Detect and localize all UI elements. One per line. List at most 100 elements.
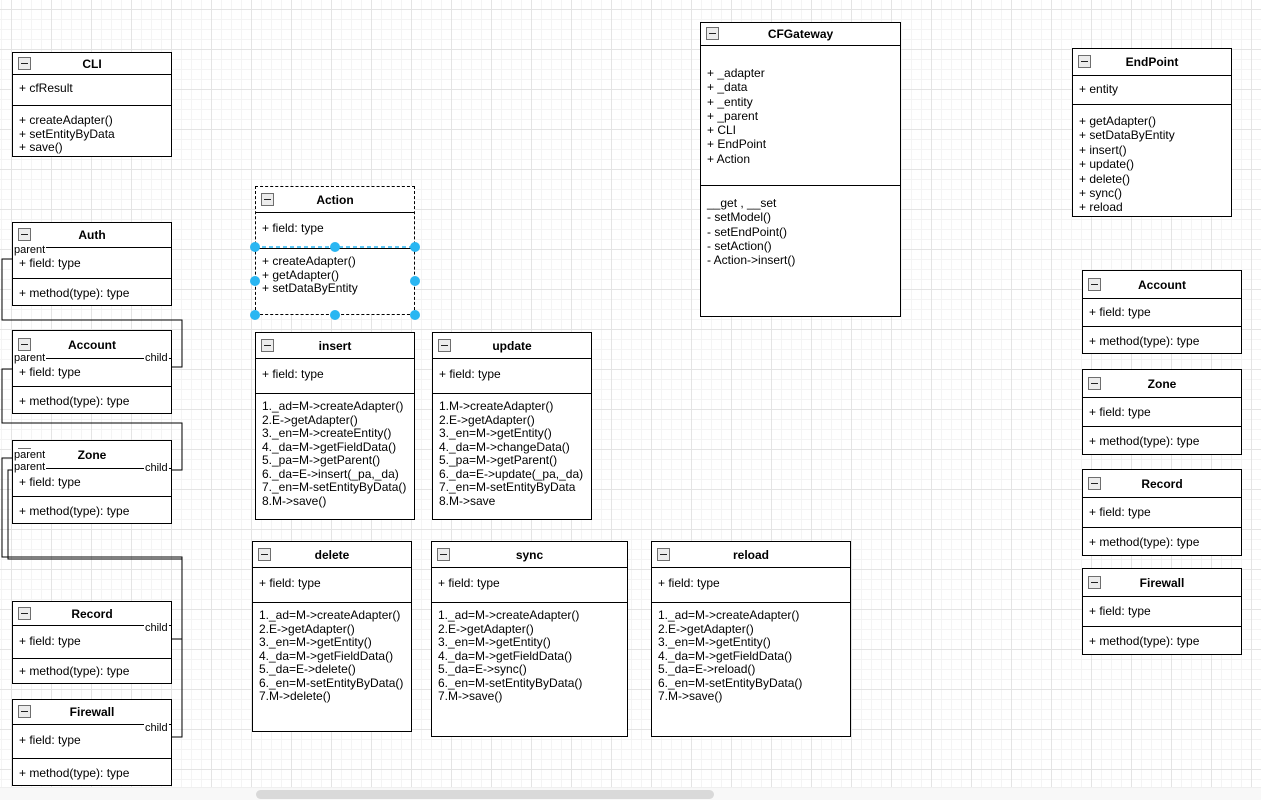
collapse-minus-icon[interactable] — [437, 548, 450, 561]
class-section-fields[interactable]: + field: type — [253, 567, 411, 602]
class-cli[interactable]: CLI+ cfResult+ createAdapter()+ setEntit… — [12, 52, 172, 157]
collapse-minus-icon[interactable] — [706, 27, 719, 40]
collapse-minus-icon[interactable] — [261, 193, 274, 206]
class-section-fields[interactable]: + field: type — [433, 358, 591, 393]
class-title-bar: delete — [253, 542, 411, 567]
collapse-minus-icon[interactable] — [1078, 55, 1091, 68]
edge-label-parent[interactable]: parent — [13, 244, 47, 256]
member-line: + field: type — [1089, 505, 1151, 519]
class-account-right[interactable]: Account + field: type + method(type): type — [1082, 270, 1242, 354]
member-line: + insert() — [1079, 142, 1127, 157]
member-line: 3._en=M->getEntity() — [438, 635, 551, 649]
horizontal-scrollbar[interactable] — [0, 787, 1261, 800]
class-name: delete — [314, 547, 350, 562]
class-auth[interactable]: Auth+ field: type+ method(type): type — [12, 222, 172, 306]
class-section-fields[interactable]: + field: type — [652, 567, 850, 602]
member-line: 8.M->save() — [262, 493, 327, 508]
collapse-minus-icon[interactable] — [438, 339, 451, 352]
edge-label-child[interactable]: child — [144, 462, 169, 474]
class-section-methods[interactable]: + method(type): type — [1083, 426, 1241, 456]
class-section-methods[interactable]: + method(type): type — [13, 658, 171, 685]
class-section-methods[interactable]: __get , __set- setModel()- setEndPoint()… — [701, 185, 900, 318]
member-line: + method(type): type — [19, 766, 130, 780]
member-line: + _adapter — [707, 66, 765, 80]
member-line: 1._ad=M->createAdapter() — [438, 608, 580, 622]
member-line: 6._en=M-setEntityByData() — [658, 675, 803, 690]
member-line: 3._en=M->createEntity() — [262, 426, 392, 440]
edge-label-child[interactable]: child — [144, 722, 169, 734]
class-section-methods[interactable]: + getAdapter()+ setDataByEntity+ insert(… — [1073, 104, 1231, 218]
class-section-methods[interactable]: + createAdapter()+ setEntityByData+ save… — [13, 105, 171, 158]
member-line: 2.E->getAdapter() — [259, 621, 355, 636]
member-line: 7.M->save() — [658, 689, 723, 703]
horizontal-scrollbar-thumb[interactable] — [256, 790, 714, 799]
member-line: 6._en=M-setEntityByData() — [438, 675, 583, 690]
member-line: + setDataByEntity — [1079, 128, 1175, 143]
class-account-left[interactable]: Account+ field: type+ method(type): type — [12, 330, 172, 414]
class-section-fields[interactable]: + cfResult — [13, 74, 171, 105]
edge-label-parent[interactable]: parent — [13, 449, 47, 461]
class-cfgateway[interactable]: CFGateway+ _adapter+ _data+ _entity+ _pa… — [700, 22, 901, 317]
edge-label-child[interactable]: child — [144, 622, 169, 634]
collapse-minus-icon[interactable] — [657, 548, 670, 561]
collapse-minus-icon[interactable] — [258, 548, 271, 561]
class-section-methods[interactable]: + method(type): type — [13, 758, 171, 787]
class-section-methods[interactable]: + createAdapter()+ getAdapter()+ setData… — [256, 248, 414, 316]
class-section-fields[interactable]: + field: type — [1083, 397, 1241, 426]
class-section-methods[interactable]: + method(type): type — [1083, 326, 1241, 355]
member-line: 8.M->save — [439, 493, 496, 508]
class-section-methods[interactable]: 1._ad=M->createAdapter()2.E->getAdapter(… — [432, 602, 627, 738]
collapse-minus-icon[interactable] — [18, 338, 31, 351]
class-name: Account — [1138, 277, 1186, 292]
class-action[interactable]: Action+ field: type+ createAdapter()+ ge… — [255, 186, 415, 315]
collapse-minus-icon[interactable] — [18, 228, 31, 241]
collapse-minus-icon[interactable] — [1088, 278, 1101, 291]
class-zone-right[interactable]: Zone+ field: type+ method(type): type — [1082, 369, 1242, 455]
collapse-minus-icon[interactable] — [1088, 576, 1101, 589]
edge-label-child[interactable]: child — [144, 352, 169, 364]
class-section-methods[interactable]: + method(type): type — [13, 386, 171, 415]
class-section-fields[interactable]: + field: type — [432, 567, 627, 602]
class-firewall-left[interactable]: Firewall+ field: type+ method(type): typ… — [12, 699, 172, 786]
member-line: + method(type): type — [1089, 334, 1200, 348]
class-section-fields[interactable]: + field: type — [1083, 596, 1241, 626]
collapse-minus-icon[interactable] — [261, 339, 274, 352]
class-section-methods[interactable]: 1._ad=M->createAdapter()2.E->getAdapter(… — [256, 393, 414, 521]
collapse-minus-icon[interactable] — [1088, 477, 1101, 490]
member-line: 4._da=M->getFieldData() — [438, 648, 573, 663]
member-line: 1._ad=M->createAdapter() — [658, 608, 800, 622]
class-section-methods[interactable]: 1._ad=M->createAdapter()2.E->getAdapter(… — [253, 602, 411, 733]
class-section-fields[interactable]: + field: type — [1083, 497, 1241, 527]
class-section-fields[interactable]: + field: type — [256, 358, 414, 393]
class-section-fields[interactable]: + field: type — [256, 212, 414, 248]
collapse-minus-icon[interactable] — [18, 57, 31, 70]
collapse-minus-icon[interactable] — [18, 607, 31, 620]
class-section-methods[interactable]: 1.M->createAdapter()2.E->getAdapter()3._… — [433, 393, 591, 521]
member-line: + createAdapter() — [19, 113, 113, 127]
class-firewall-right[interactable]: Firewall+ field: type+ method(type): typ… — [1082, 568, 1242, 655]
class-name: reload — [732, 547, 769, 562]
class-section-fields[interactable]: + field: type — [1083, 298, 1241, 326]
class-section-methods[interactable]: + method(type): type — [1083, 527, 1241, 557]
collapse-minus-icon[interactable] — [1088, 377, 1101, 390]
class-record-right[interactable]: Record+ field: type+ method(type): type — [1082, 469, 1242, 556]
class-section-fields[interactable]: + _adapter+ _data+ _entity+ _parent+ CLI… — [701, 45, 900, 185]
class-endpoint[interactable]: EndPoint+ entity+ getAdapter()+ setDataB… — [1072, 48, 1232, 217]
edge-label-parent[interactable]: parent — [13, 352, 47, 364]
class-section-methods[interactable]: + method(type): type — [1083, 626, 1241, 656]
collapse-minus-icon[interactable] — [18, 705, 31, 718]
class-section-methods[interactable]: 1._ad=M->createAdapter()2.E->getAdapter(… — [652, 602, 850, 738]
class-title-bar: Action — [256, 187, 414, 212]
class-record-left[interactable]: Record+ field: type+ method(type): type — [12, 601, 172, 684]
class-section-fields[interactable]: + entity — [1073, 75, 1231, 104]
edge-label-parent[interactable]: parent — [13, 461, 47, 473]
class-section-methods[interactable]: + method(type): type — [13, 496, 171, 525]
class-section-methods[interactable]: + method(type): type — [13, 278, 171, 307]
member-line: 3._en=M->getEntity() — [259, 635, 372, 649]
